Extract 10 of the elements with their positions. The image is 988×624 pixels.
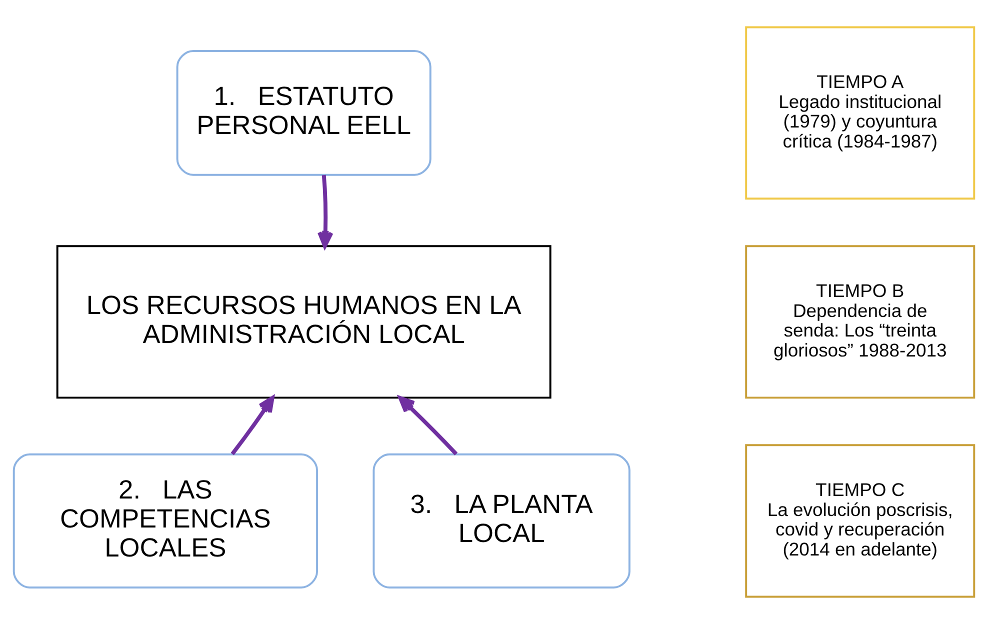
- node-box: 1. ESTATUTO PERSONAL EELL: [176, 50, 432, 176]
- arrow: [398, 396, 458, 456]
- node-box: 2. LAS COMPETENCIAS LOCALES: [12, 453, 318, 588]
- node-box: TIEMPO C La evolución poscrisis, covid y recuperación (2014 en adelante): [745, 444, 976, 598]
- arrow: [317, 174, 334, 248]
- node-box: 3. LA PLANTA LOCAL: [372, 453, 630, 588]
- node-box: LOS RECURSOS HUMANOS EN LA ADMINISTRACIÓN LOCAL: [56, 245, 552, 399]
- node-box: TIEMPO B Dependencia de senda: Los “treinta gloriosos” 1988-2013: [745, 245, 976, 399]
- arrow: [230, 396, 274, 456]
- node-box: TIEMPO A Legado institucional (1979) y coyuntura crítica (1984-1987): [745, 26, 976, 200]
